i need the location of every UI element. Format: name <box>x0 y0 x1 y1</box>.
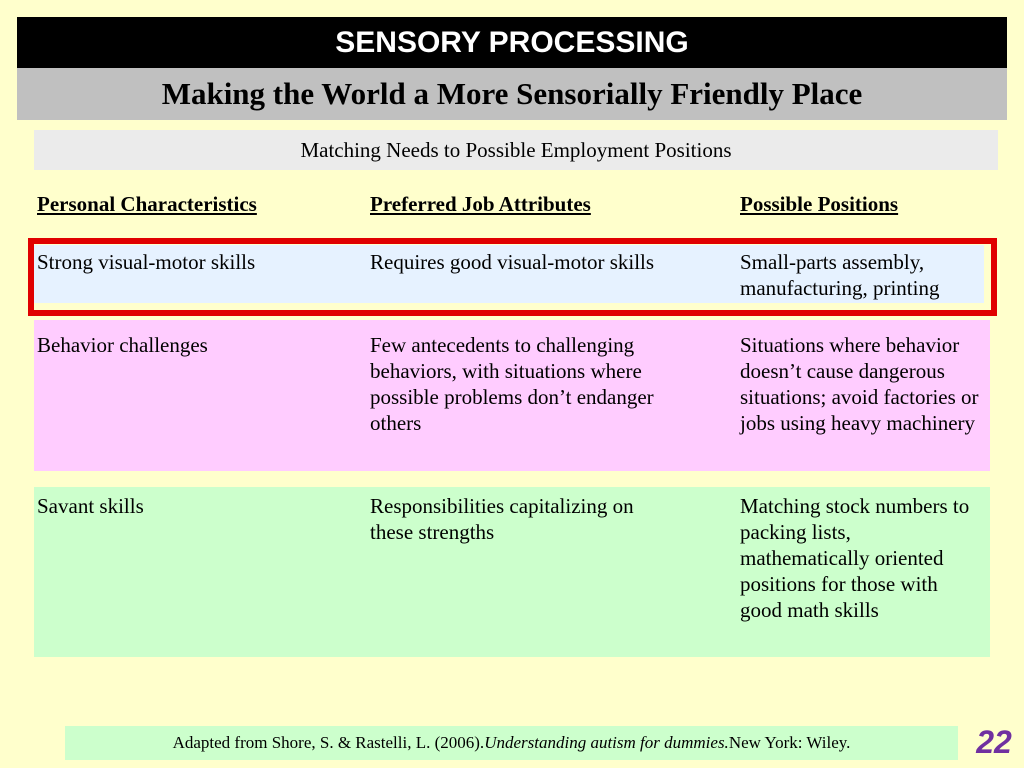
row2-attributes: Few antecedents to challenging behaviors… <box>370 333 654 435</box>
row3-attributes: Responsibilities capitalizing on these s… <box>370 494 634 544</box>
row1-characteristic: Strong visual-motor skills <box>37 250 256 274</box>
table-row-visual-motor <box>34 245 984 303</box>
citation-book-title: Understanding autism for dummies. <box>484 733 729 752</box>
row2-positions: Situations where behavior doesn’t cause … <box>740 333 979 435</box>
row1-positions: Small-parts assembly, manufacturing, pri… <box>740 250 940 300</box>
slide-number: 22 <box>976 723 1012 760</box>
slide-subtitle: Making the World a More Sensorially Frie… <box>17 68 1007 120</box>
table-header-row: Personal Characteristics Preferred Job A… <box>0 192 1024 220</box>
column-header-positions: Possible Positions <box>740 192 899 216</box>
highlight-frame <box>28 238 997 316</box>
section-heading: Matching Needs to Possible Employment Po… <box>34 130 998 170</box>
slide-title: SENSORY PROCESSING <box>17 17 1007 68</box>
row3-characteristic: Savant skills <box>37 494 144 518</box>
table-row-savant <box>34 487 990 657</box>
column-header-characteristics: Personal Characteristics <box>37 192 257 216</box>
citation: Adapted from Shore, S. & Rastelli, L. (2… <box>65 726 958 760</box>
table-row-behavior <box>34 320 990 471</box>
column-header-attributes: Preferred Job Attributes <box>370 192 591 216</box>
row2-characteristic: Behavior challenges <box>37 333 208 357</box>
row1-attributes: Requires good visual-motor skills <box>370 250 655 274</box>
row3-positions: Matching stock numbers to packing lists,… <box>740 494 970 622</box>
citation-prefix: Adapted from Shore, S. & Rastelli, L. (2… <box>172 733 485 752</box>
citation-suffix: New York: Wiley. <box>728 733 851 752</box>
